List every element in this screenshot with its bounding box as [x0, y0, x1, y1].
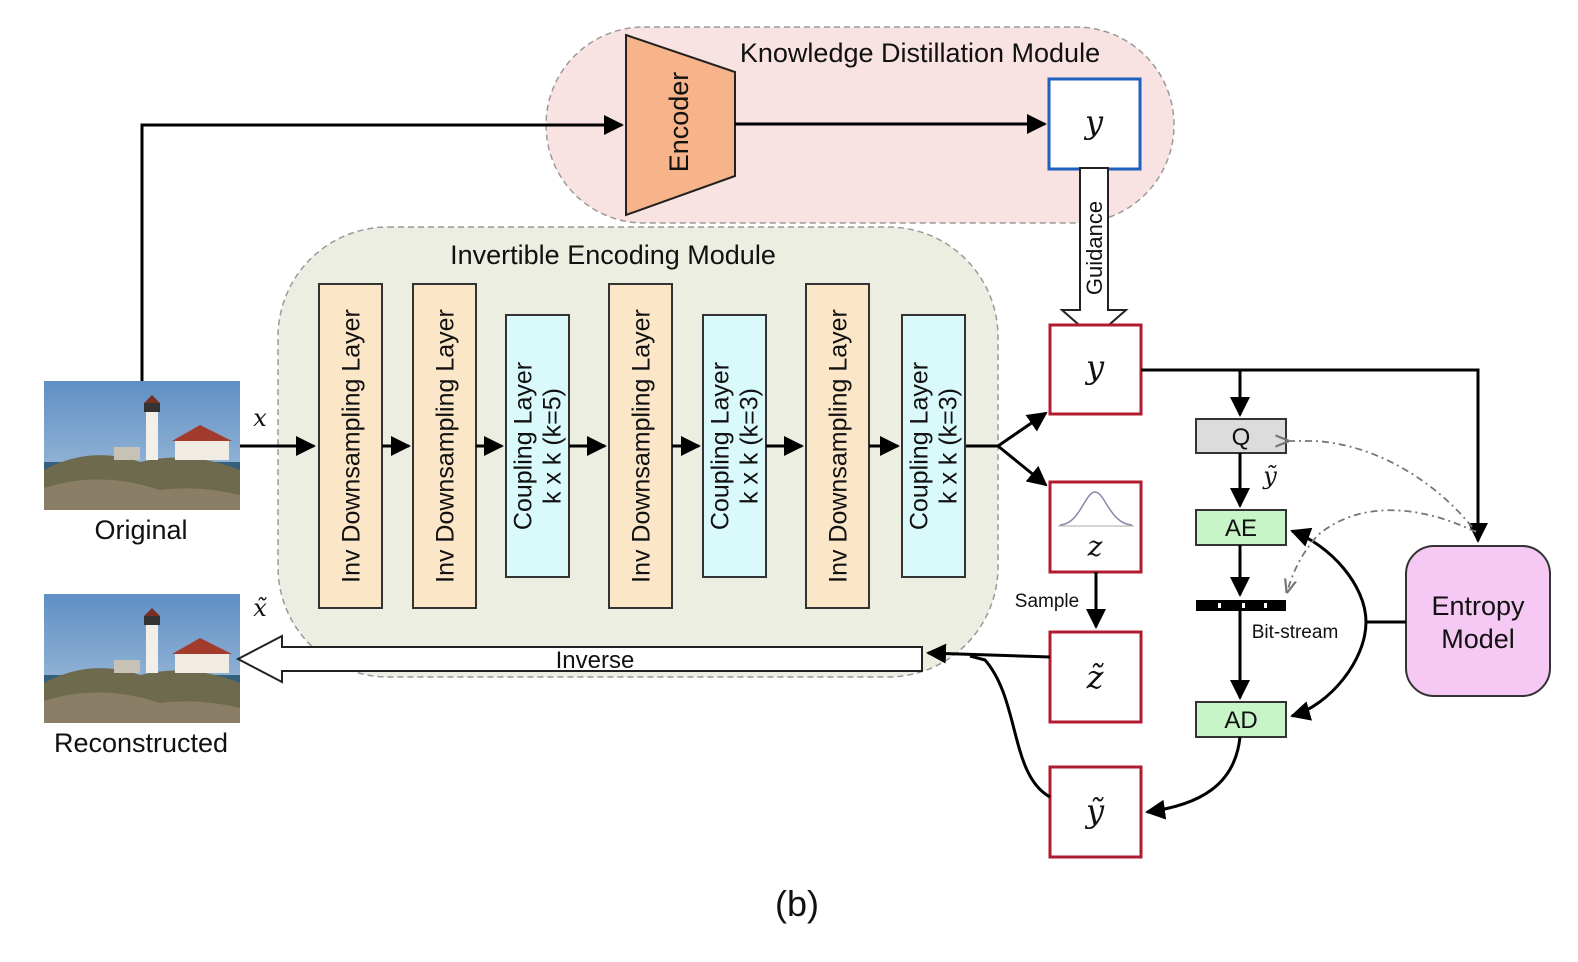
layer-rect-2 [412, 283, 477, 609]
original-label: Original [94, 515, 187, 545]
reconstructed-label: Reconstructed [54, 728, 228, 758]
bit-stream-ticks [1218, 603, 1267, 608]
latent-z-symbol: z [1087, 530, 1103, 563]
encoding-layers: Inv Downsampling Layer Inv Downsampling L… [318, 283, 966, 609]
kd-latent-y-symbol: y [1083, 103, 1104, 141]
q-y-tilde-symbol: ỹ [1262, 462, 1277, 490]
entropy-model-label-line2: Model [1441, 624, 1515, 654]
layer-7-label-2: k x k (k=3) [935, 388, 963, 504]
layer-rect-3 [505, 314, 570, 578]
encoder-label: Encoder [664, 72, 694, 173]
bit-stream-label: Bit-stream [1252, 622, 1339, 643]
q-to-entropy-dashed-path [1288, 441, 1477, 533]
layer-6-label-1: Inv Downsampling Layer [825, 309, 853, 583]
y-to-entropy-line [1141, 368, 1488, 543]
bit-stream-bar [1196, 600, 1286, 611]
latent-z-tilde-symbol: z̃ [1086, 658, 1105, 696]
y-tilde-to-inverse-path [969, 654, 1051, 799]
layer-5-label-2: k x k (k=3) [736, 388, 764, 504]
layer-block-1: Inv Downsampling Layer [318, 283, 383, 609]
layer-3-label-1: Coupling Layer [510, 362, 538, 530]
arithmetic-decoder-label: AD [1224, 707, 1257, 734]
layer-block-2: Inv Downsampling Layer [412, 283, 477, 609]
layer-rect-1 [318, 283, 383, 609]
entropy-model-box [1405, 545, 1551, 697]
inverse-label: Inverse [556, 647, 635, 674]
entropy-model-label-line1: Entropy [1431, 591, 1525, 621]
layer-rect-5 [702, 314, 767, 578]
gaussian-curve-icon [1059, 491, 1133, 526]
latent-y-symbol: y [1084, 348, 1105, 386]
latent-y-box [1048, 323, 1143, 416]
arithmetic-encoder-label: AE [1225, 515, 1257, 542]
entropy-to-ae-path [1290, 527, 1368, 623]
x-tilde-symbol: x̃ [253, 594, 267, 622]
latent-y-tilde-symbol: ỹ [1084, 792, 1105, 830]
inverse-arrow [235, 634, 923, 684]
layer-2-label-1: Inv Downsampling Layer [432, 309, 460, 583]
layer-4-label-1: Inv Downsampling Layer [628, 309, 656, 583]
layer-1-label-1: Inv Downsampling Layer [338, 309, 366, 583]
latent-z-box [1048, 480, 1143, 574]
layer-rect-6 [805, 283, 870, 609]
invertible-encoding-title: Invertible Encoding Module [450, 240, 776, 270]
layer-3-label-2: k x k (k=5) [539, 388, 567, 504]
layer-5-label-1: Coupling Layer [707, 362, 735, 530]
entropy-to-ad-path [1290, 621, 1368, 721]
knowledge-distillation-title: Knowledge Distillation Module [740, 38, 1100, 68]
arithmetic-encoder-box [1195, 509, 1287, 546]
z-tilde-to-inverse-line [926, 643, 1051, 664]
entropy-to-bitstream-dashed-path [1287, 509, 1477, 592]
arithmetic-decoder-box [1195, 701, 1287, 738]
layer-rect-7 [901, 314, 966, 578]
layer-7-label-1: Coupling Layer [906, 362, 934, 530]
guidance-label: Guidance [1082, 201, 1107, 295]
sample-label: Sample [1015, 591, 1079, 612]
encoder-block [625, 33, 736, 217]
latent-y-tilde-box [1048, 765, 1143, 859]
original-image [44, 381, 240, 510]
split-to-z-line [997, 444, 1048, 487]
original-to-encoder-line [140, 115, 624, 381]
latent-z-tilde-box [1048, 630, 1143, 724]
layer-block-4: Inv Downsampling Layer [608, 283, 673, 609]
reconstructed-image [44, 594, 240, 723]
layer-block-6: Inv Downsampling Layer [805, 283, 870, 609]
figure-caption: (b) [775, 883, 819, 924]
x-symbol: x [253, 404, 267, 432]
quantizer-label: Q [1232, 424, 1251, 451]
ad-to-y-tilde-path [1145, 736, 1242, 820]
